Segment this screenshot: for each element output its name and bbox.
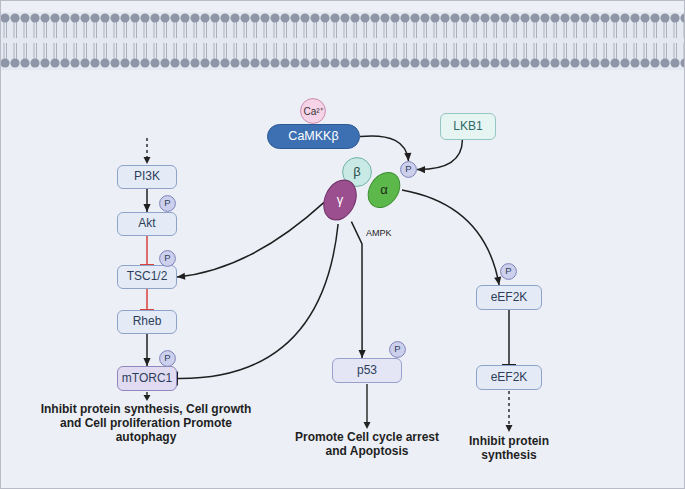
connector-line <box>146 189 148 212</box>
inhibition-connector <box>177 224 338 385</box>
node-text: CaMKKβ <box>288 130 338 144</box>
circle-shape <box>401 162 417 178</box>
outcome-text: Promote Cell cycle arrest and Apoptosis <box>287 430 447 458</box>
circle-shape <box>501 264 517 280</box>
node-text: Akt <box>138 217 155 230</box>
arrow-head <box>494 276 501 285</box>
connector-line <box>177 202 324 277</box>
inhibition-connector <box>140 236 154 265</box>
output-arrow <box>506 391 513 432</box>
arrow-head <box>417 166 425 173</box>
kinase-pill: CaMKKβ <box>267 124 360 149</box>
connector-line <box>360 136 409 161</box>
protein-box: eEF2K <box>476 365 542 390</box>
connector-line <box>146 289 148 310</box>
node-text: mTORC1 <box>122 372 172 385</box>
protein-box: p53 <box>332 358 402 383</box>
inhibition-connector <box>140 289 154 310</box>
node-text: TSC1/2 <box>127 270 168 283</box>
connector-line <box>508 310 510 365</box>
circle-shape <box>390 342 406 358</box>
phospho-circle: P <box>159 250 176 267</box>
protein-box: PI3K <box>117 165 177 189</box>
connector-line <box>417 140 462 170</box>
upstream-arrow <box>144 138 151 164</box>
outcome-text: Inhibit protein synthesis <box>456 434 562 462</box>
node-text: P <box>164 353 170 363</box>
activation-connector <box>143 334 150 366</box>
node-text: α <box>380 183 388 197</box>
output-arrow <box>364 384 371 429</box>
node-text: P <box>164 198 170 208</box>
protein-box: Rheb <box>117 310 177 334</box>
subunit-ellipse: γ <box>321 176 359 224</box>
phospho-circle: P <box>400 161 417 178</box>
connector-line <box>146 236 148 265</box>
connector-line <box>146 334 148 366</box>
cell-membrane <box>1 0 684 70</box>
arrow-head <box>358 350 365 358</box>
activation-connector <box>177 202 324 279</box>
node-text: eEF2K <box>491 371 528 384</box>
protein-box: TSC1/2 <box>117 265 177 289</box>
activation-connector <box>143 189 150 212</box>
activation-connector <box>402 190 501 285</box>
node-text: P <box>405 164 411 174</box>
arrow-head <box>177 273 185 280</box>
protein-box: eEF2K <box>476 285 542 310</box>
node-text: PI3K <box>134 170 160 183</box>
phospho-circle: P <box>159 195 176 212</box>
kinase-box: LKB1 <box>440 113 496 140</box>
activation-connector <box>360 136 411 161</box>
node-text: P <box>394 344 400 354</box>
arrow-head <box>143 204 150 212</box>
subunit-ellipse: α <box>366 168 402 212</box>
complex-box: mTORC1 <box>117 366 177 391</box>
arrow-head <box>404 153 411 161</box>
protein-box: Akt <box>117 212 177 236</box>
node-text: β <box>353 165 360 179</box>
node-text: LKB1 <box>453 120 482 133</box>
phospho-circle: P <box>389 341 406 358</box>
connector-line <box>177 224 338 379</box>
node-text: Rheb <box>133 315 162 328</box>
complex-label: AMPK <box>366 226 406 240</box>
connector-line <box>402 190 499 285</box>
arrow-head <box>144 157 151 164</box>
circle-shape <box>160 196 176 212</box>
inhibition-connector <box>502 310 516 365</box>
arrow-head <box>143 358 150 366</box>
node-text: γ <box>337 193 344 207</box>
activation-connector <box>417 140 462 173</box>
node-text: Ca²⁺ <box>303 106 322 117</box>
arrow-head <box>506 425 513 432</box>
node-text: eEF2K <box>491 291 528 304</box>
ellipse-shape <box>318 175 363 226</box>
phospho-circle: P <box>500 263 517 280</box>
circle-shape <box>160 251 176 267</box>
ion-circle: Ca²⁺ <box>300 98 326 124</box>
ellipse-shape <box>362 166 407 213</box>
dashed-line <box>146 138 147 158</box>
circle-shape <box>160 351 176 367</box>
dashed-line <box>508 391 509 425</box>
output-arrow <box>144 392 151 401</box>
arrow-line <box>366 384 367 423</box>
activation-connector <box>351 222 365 358</box>
arrow-head <box>364 422 371 429</box>
arrow-head <box>144 395 151 401</box>
circle-shape <box>301 99 326 124</box>
outcome-text: Inhibit protein synthesis, Cell growth a… <box>30 402 262 444</box>
connector-line <box>351 222 362 358</box>
node-text: P <box>164 253 170 263</box>
node-text: p53 <box>357 364 377 377</box>
node-text: P <box>505 266 511 276</box>
phospho-circle: P <box>159 350 176 367</box>
